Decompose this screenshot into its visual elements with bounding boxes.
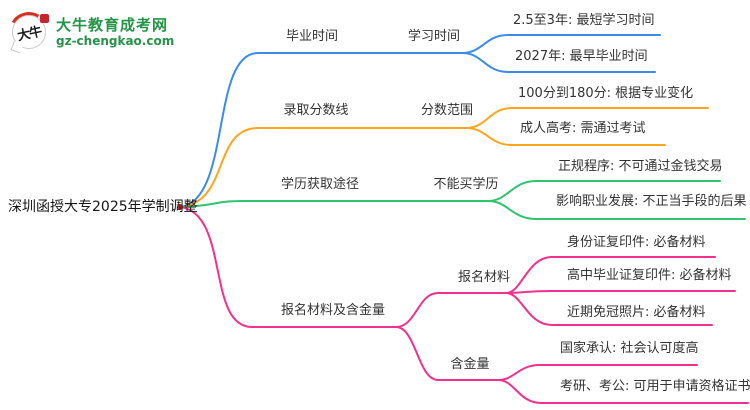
logo-text-block: 大牛教育成考网 gz-chengkao.com xyxy=(56,16,174,48)
branch-line-graduation-leaf2 xyxy=(461,52,656,73)
branch-line-degree-leaf2 xyxy=(487,200,746,220)
branch-line-materials xyxy=(179,206,397,328)
branch-line-value-leaf2 xyxy=(497,379,749,404)
leaf-earliest-graduation[interactable]: 2027年: 最早毕业时间 xyxy=(515,49,648,64)
branch-line-degree xyxy=(179,200,489,208)
site-domain: gz-chengkao.com xyxy=(56,34,175,48)
branch-line-score-leaf1 xyxy=(465,107,709,129)
branch-line-materials-leaf2 xyxy=(505,290,736,294)
branch-line-materials-up xyxy=(395,292,507,328)
branch-line-materials-leaf3 xyxy=(505,292,713,326)
topic-degree-acquisition[interactable]: 学历获取途径 xyxy=(280,177,360,192)
leaf-postgrad-civil-exam[interactable]: 考研、考公: 可用于申请资格证书 xyxy=(560,379,750,394)
branch-line-graduation xyxy=(179,52,463,208)
topic-graduation-time[interactable]: 毕业时间 xyxy=(285,29,339,44)
branch-line-graduation-leaf1 xyxy=(461,34,661,54)
branch-line-materials-leaf1 xyxy=(505,256,716,294)
leaf-recent-photo[interactable]: 近期免冠照片: 必备材料 xyxy=(567,305,706,320)
leaf-score-range-detail[interactable]: 100分到180分: 根据专业变化 xyxy=(518,86,694,101)
leaf-adult-exam-required[interactable]: 成人高考: 需通过考试 xyxy=(520,121,646,136)
topic-cannot-buy-degree[interactable]: 不能买学历 xyxy=(433,177,499,192)
site-name: 大牛教育成考网 xyxy=(56,16,169,34)
logo-seal-stamp-icon xyxy=(40,14,49,23)
topic-registration-materials[interactable]: 报名材料 xyxy=(457,270,511,285)
leaf-shortest-study-time[interactable]: 2.5至3年: 最短学习时间 xyxy=(513,13,655,28)
leaf-state-recognition[interactable]: 国家承认: 社会认可度高 xyxy=(560,341,699,356)
branch-line-score-leaf2 xyxy=(465,127,666,146)
topic-admission-score-line[interactable]: 录取分数线 xyxy=(283,103,349,118)
topic-score-range[interactable]: 分数范围 xyxy=(420,103,474,118)
topic-gold-content[interactable]: 含金量 xyxy=(450,357,490,372)
leaf-diploma-copy[interactable]: 高中毕业证复印件: 必备材料 xyxy=(567,268,732,283)
topic-study-time[interactable]: 学习时间 xyxy=(407,29,461,44)
site-logo[interactable]: 大牛 大牛教育成考网 gz-chengkao.com xyxy=(4,7,174,57)
leaf-career-impact[interactable]: 影响职业发展: 不正当手段的后果 xyxy=(556,194,747,209)
topic-materials-and-value[interactable]: 报名材料及含金量 xyxy=(280,303,386,318)
logo-bull-icon: 大牛 xyxy=(4,7,54,57)
leaf-id-card-copy[interactable]: 身份证复印件: 必备材料 xyxy=(567,235,706,250)
branch-line-value-leaf1 xyxy=(497,364,698,381)
root-node[interactable]: 深圳函授大专2025年学制调整 xyxy=(8,199,198,215)
branch-line-degree-leaf1 xyxy=(487,180,721,202)
root-hub-dot xyxy=(177,204,183,210)
leaf-formal-procedure[interactable]: 正规程序: 不可通过金钱交易 xyxy=(558,159,723,174)
branch-line-score xyxy=(179,127,467,208)
branch-line-materials-down xyxy=(395,326,499,381)
